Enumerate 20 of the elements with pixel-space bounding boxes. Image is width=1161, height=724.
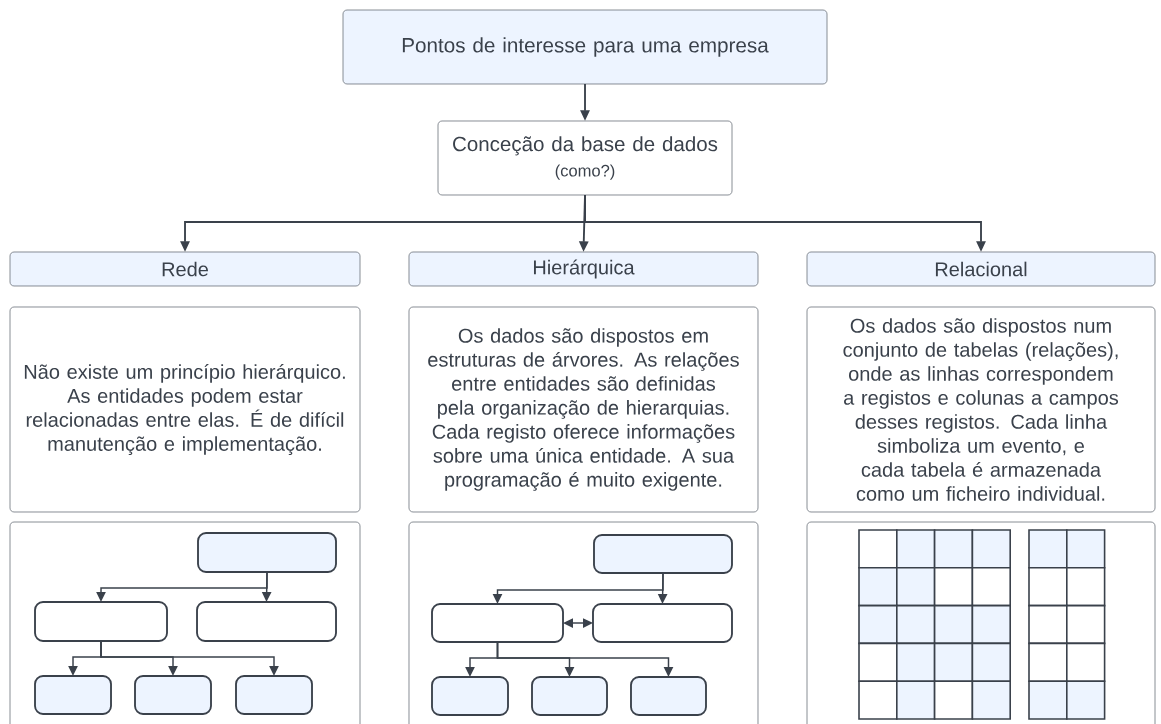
tree-node-box	[531, 676, 608, 716]
title-box: Pontos de interesse para uma empresa	[342, 9, 828, 85]
tree-node-box	[593, 534, 733, 574]
tree-node-box	[34, 675, 112, 715]
tree-node-box	[592, 603, 733, 643]
process-box: Conceção da base de dados (como?)	[437, 120, 733, 196]
tree-node-box	[235, 675, 313, 715]
description-panel: Não existe um princípio hierárquico. As entidades podem estar relacionadas entre elas. É de difícil manutenção e implementação.	[9, 306, 361, 513]
tree-node-box	[630, 676, 707, 716]
description-panel: Os dados são dispostos num conjunto de tabelas (relações), onde as linhas correspondem a registos e colunas a campos desses registos. Cada linha simboliza um evento, e cada tabela é armazenada como um ficheiro individual.	[806, 306, 1156, 513]
category-header: Rede	[9, 251, 361, 287]
tree-node-box	[431, 603, 564, 643]
tree-node-box	[196, 601, 337, 642]
category-header: Hierárquica	[408, 251, 759, 287]
tree-node-box	[134, 675, 212, 715]
tree-node-box	[34, 601, 168, 642]
description-panel: Os dados são dispostos em estruturas de árvores. As relações entre entidades são definidas pela organização de hierarquias. Cada registo oferece informações sobre uma única entidade. A sua programação é muito exigente.	[408, 306, 759, 513]
tree-node-box	[431, 676, 509, 716]
tree-node-box	[197, 532, 337, 573]
category-header: Relacional	[806, 251, 1156, 287]
